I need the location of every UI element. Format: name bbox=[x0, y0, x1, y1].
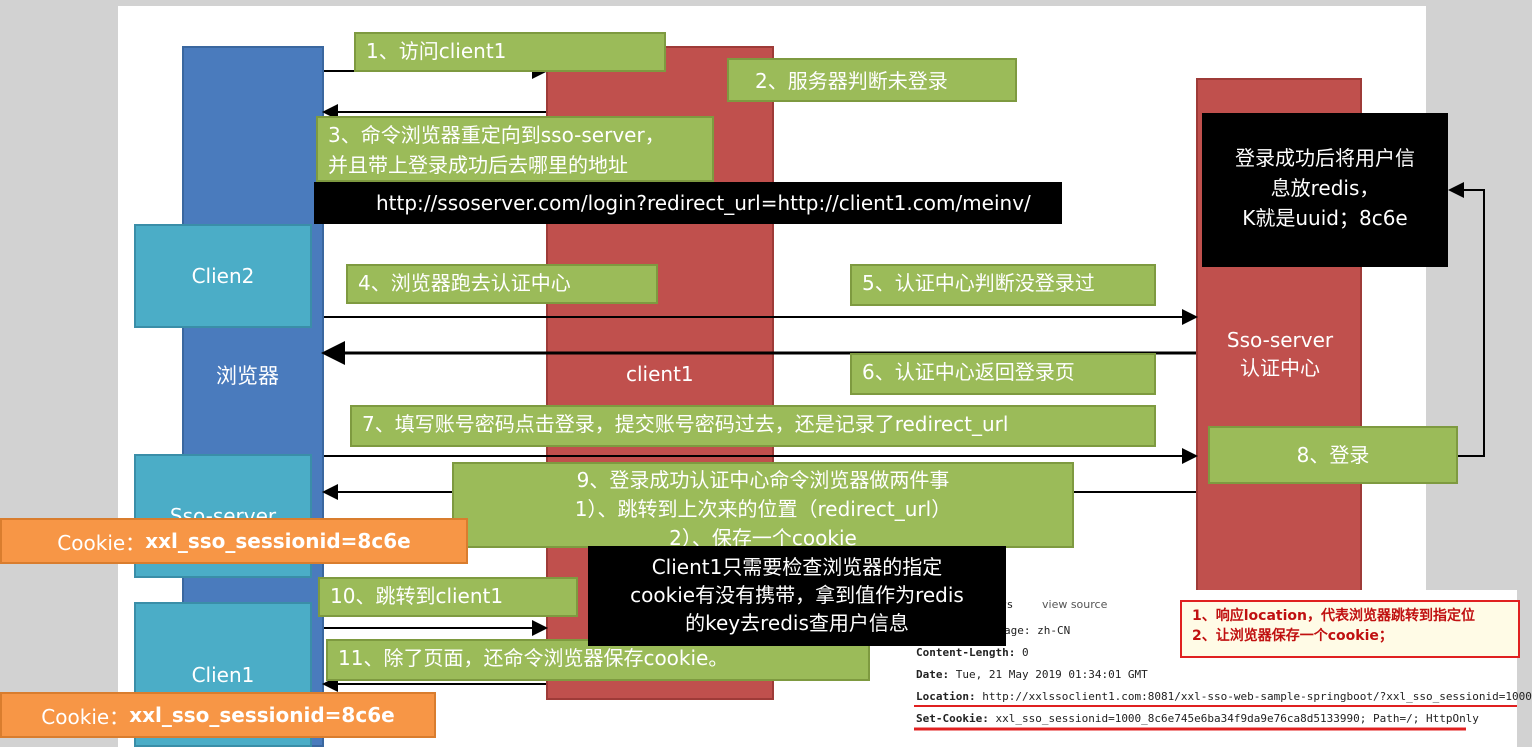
cookie-value: xxl_sso_sessionid=8c6e bbox=[129, 703, 395, 727]
cookie-bar-client1: Cookie：xxl_sso_sessionid=8c6e bbox=[0, 692, 436, 738]
content-length-value: 0 bbox=[1021, 646, 1029, 659]
arrow-login-to-redis bbox=[1448, 182, 1485, 457]
step-6: 6、认证中心返回登录页 bbox=[850, 353, 1156, 395]
step-10: 10、跳转到client1 bbox=[318, 577, 578, 617]
step-1: 1、访问client1 bbox=[354, 32, 666, 72]
step-9: 9、登录成功认证中心命令浏览器做两件事 1）、跳转到上次来的位置（redirec… bbox=[452, 462, 1074, 550]
callout-line-2: 2、让浏览器保存一个cookie； bbox=[1192, 628, 1393, 644]
step-11: 11、除了页面，还命令浏览器保存cookie。 bbox=[326, 639, 870, 681]
redis-note: 登录成功后将用户信 息放redis， K就是uuid；8c6e bbox=[1202, 113, 1448, 267]
browser-label: 浏览器 bbox=[216, 364, 279, 388]
callout-line-1: 1、响应location，代表浏览器跳转到指定位 bbox=[1192, 608, 1475, 624]
sso-server-label: Sso-server 认证中心 bbox=[1226, 328, 1334, 380]
content-length-key: Content-Length: bbox=[916, 646, 1016, 659]
underline-marks bbox=[914, 705, 1517, 731]
client1-label: client1 bbox=[626, 362, 694, 386]
cookie-bar-sso: Cookie：xxl_sso_sessionid=8c6e bbox=[0, 518, 468, 564]
cookie-value: xxl_sso_sessionid=8c6e bbox=[145, 529, 411, 553]
step-8: 8、登录 bbox=[1208, 426, 1458, 484]
content-language-line: age: zh-CN bbox=[1004, 624, 1071, 637]
step-5: 5、认证中心判断没登录过 bbox=[850, 264, 1156, 306]
set-cookie-key: Set-Cookie: bbox=[916, 712, 989, 725]
location-value: http://xxlssoclient1.com:8081/xxl-sso-we… bbox=[982, 690, 1532, 703]
date-value: Tue, 21 May 2019 01:34:01 GMT bbox=[955, 668, 1148, 681]
location-key: Location: bbox=[916, 690, 976, 703]
clien2-box: Clien2 bbox=[134, 224, 312, 328]
set-cookie-line: Set-Cookie: xxl_sso_sessionid=1000_8c6e7… bbox=[916, 712, 1479, 725]
step-7: 7、填写账号密码点击登录，提交账号密码过去，还是记录了redirect_url bbox=[350, 405, 1156, 447]
step-4: 4、浏览器跑去认证中心 bbox=[346, 264, 658, 304]
location-line: Location: http://xxlssoclient1.com:8081/… bbox=[916, 690, 1532, 703]
step-3-url: http://ssoserver.com/login?redirect_url=… bbox=[314, 182, 1062, 224]
step-3: 3、命令浏览器重定向到sso-server， 并且带上登录成功后去哪里的地址 bbox=[316, 116, 714, 182]
content-length-line: Content-Length: 0 bbox=[916, 646, 1029, 659]
step-2: 2、服务器判断未登录 bbox=[727, 58, 1017, 102]
date-line: Date: Tue, 21 May 2019 01:34:01 GMT bbox=[916, 668, 1148, 681]
cookie-label: Cookie： bbox=[57, 530, 146, 555]
client1-note: Client1只需要检查浏览器的指定 cookie有没有携带，拿到值作为redi… bbox=[588, 546, 1006, 646]
cookie-label: Cookie： bbox=[41, 704, 130, 729]
date-key: Date: bbox=[916, 668, 950, 681]
view-source-link[interactable]: view source bbox=[1042, 598, 1108, 611]
set-cookie-value: xxl_sso_sessionid=1000_8c6e745e6ba34f9da… bbox=[995, 712, 1479, 725]
response-callout: 1、响应location，代表浏览器跳转到指定位 2、让浏览器保存一个cooki… bbox=[1180, 600, 1520, 658]
